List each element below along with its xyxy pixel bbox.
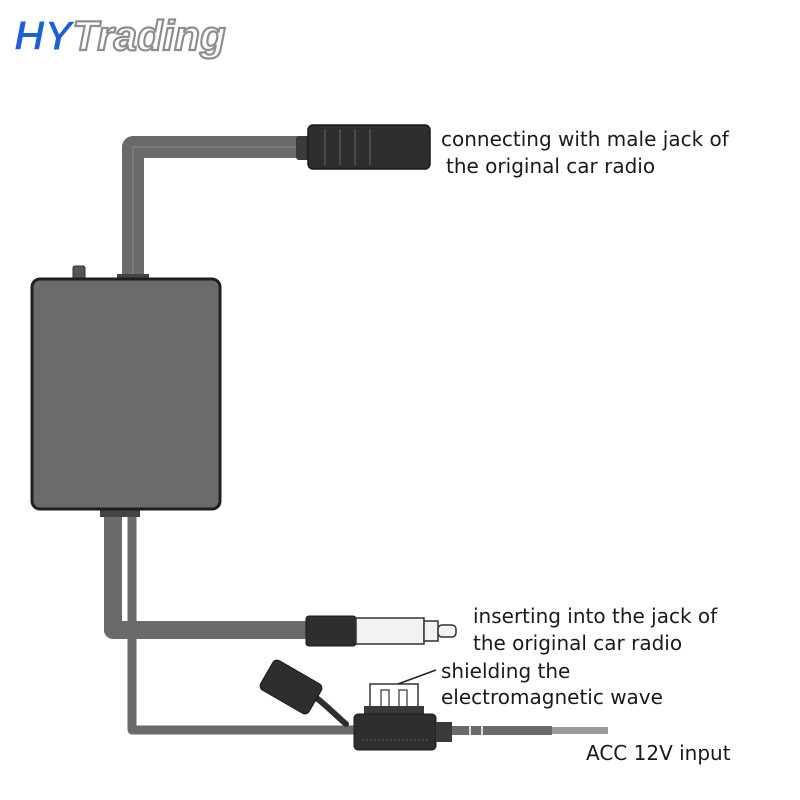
male-antenna-plug [305, 615, 457, 647]
shield-label-line1: shielding the [441, 659, 570, 683]
input-label-line2: the original car radio [473, 631, 682, 655]
shield-pointer [397, 669, 437, 685]
power-wire [127, 510, 360, 735]
acc-wire [452, 726, 608, 735]
lower-cable [104, 510, 310, 639]
brand-logo-hy: HY [14, 12, 76, 59]
fuse-holder [353, 683, 452, 751]
female-jack-connector [296, 124, 431, 170]
output-label-line1: connecting with male jack of [441, 127, 730, 151]
input-label-line1: inserting into the jack of [473, 604, 718, 628]
shield-label-line2: electromagnetic wave [441, 685, 663, 709]
brand-logo: HYTrading [14, 11, 227, 60]
top-cable [122, 136, 310, 280]
fuse-cap [259, 659, 349, 727]
converter-box [30, 277, 222, 511]
output-label-line2: the original car radio [446, 154, 655, 178]
svg-text:HYTrading: HYTrading [14, 12, 226, 59]
power-label: ACC 12V input [586, 741, 731, 765]
brand-logo-trading: Trading [72, 12, 225, 59]
